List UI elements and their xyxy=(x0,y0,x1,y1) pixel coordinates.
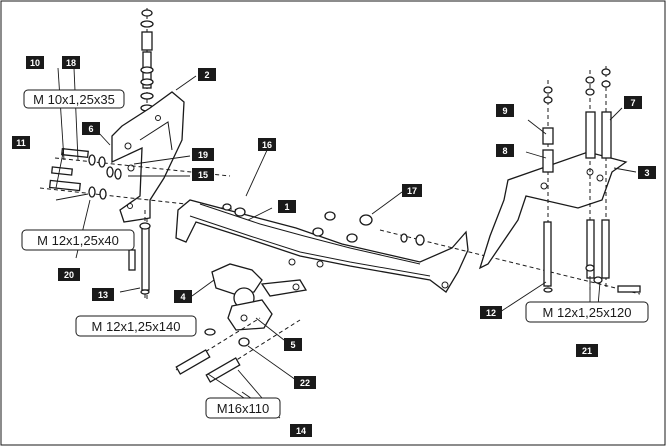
svg-text:22: 22 xyxy=(300,378,310,388)
dimension-label-m12x120: M 12x1,25x120 xyxy=(525,301,649,323)
callout-18: 18 xyxy=(62,56,80,69)
callout-19: 19 xyxy=(192,148,214,161)
svg-text:7: 7 xyxy=(630,98,635,108)
svg-text:11: 11 xyxy=(16,138,26,148)
svg-text:2: 2 xyxy=(204,70,209,80)
svg-text:M 10x1,25x35: M 10x1,25x35 xyxy=(33,92,115,107)
svg-text:9: 9 xyxy=(502,106,507,116)
right-bracket xyxy=(379,151,641,295)
callout-20: 20 xyxy=(58,268,80,281)
svg-text:17: 17 xyxy=(407,186,417,196)
svg-text:15: 15 xyxy=(198,170,208,180)
callout-8: 8 xyxy=(496,144,514,157)
callout-10: 10 xyxy=(26,56,44,69)
right-vertical-stacks xyxy=(542,66,641,293)
svg-text:12: 12 xyxy=(486,308,496,318)
bottom-bolts-14 xyxy=(175,317,301,383)
svg-text:M 12x1,25x120: M 12x1,25x120 xyxy=(543,305,632,320)
svg-text:6: 6 xyxy=(88,124,93,134)
svg-text:20: 20 xyxy=(64,270,74,280)
callout-15: 15 xyxy=(192,168,214,181)
callout-5: 5 xyxy=(284,338,302,351)
dimension-label-m12x40: M 12x1,25x40 xyxy=(21,229,135,251)
svg-text:3: 3 xyxy=(644,168,649,178)
svg-text:1: 1 xyxy=(284,202,289,212)
callout-7: 7 xyxy=(624,96,642,109)
callout-12: 12 xyxy=(480,306,502,319)
dimension-label-m12x140: M 12x1,25x140 xyxy=(75,315,197,337)
nuts-16-17 xyxy=(222,203,373,243)
svg-text:14: 14 xyxy=(296,426,306,436)
callout-17: 17 xyxy=(402,184,422,197)
left-bracket xyxy=(111,91,185,223)
callout-11: 11 xyxy=(12,136,30,149)
svg-text:19: 19 xyxy=(198,150,208,160)
callout-21: 21 xyxy=(576,344,598,357)
callout-3: 3 xyxy=(638,166,656,179)
svg-text:5: 5 xyxy=(290,340,295,350)
callout-9: 9 xyxy=(496,104,514,117)
long-bolt-13 xyxy=(128,210,151,300)
left-vertical-bolt-stack xyxy=(140,8,154,300)
callout-16: 16 xyxy=(258,138,276,151)
callout-1: 1 xyxy=(278,200,296,213)
callout-4: 4 xyxy=(174,290,192,303)
dimension-label-m16x110: M16x110 xyxy=(205,397,281,419)
svg-text:10: 10 xyxy=(30,58,40,68)
svg-text:4: 4 xyxy=(180,292,185,302)
left-horizontal-bolts xyxy=(39,147,241,211)
svg-text:18: 18 xyxy=(66,58,76,68)
svg-text:13: 13 xyxy=(98,290,108,300)
callout-13: 13 xyxy=(92,288,114,301)
svg-text:21: 21 xyxy=(582,346,592,356)
dimension-label-m10x35: M 10x1,25x35 xyxy=(23,89,125,109)
callout-6: 6 xyxy=(82,122,100,135)
svg-text:M 12x1,25x140: M 12x1,25x140 xyxy=(92,319,181,334)
callout-2: 2 xyxy=(198,68,216,81)
main-crossbar xyxy=(175,199,469,293)
svg-text:16: 16 xyxy=(262,140,272,150)
svg-text:M 12x1,25x40: M 12x1,25x40 xyxy=(37,233,119,248)
svg-text:M16x110: M16x110 xyxy=(217,401,270,416)
callout-22: 22 xyxy=(294,376,316,389)
callout-14: 14 xyxy=(290,424,312,437)
svg-text:8: 8 xyxy=(502,146,507,156)
tow-ball-assembly xyxy=(211,263,308,331)
